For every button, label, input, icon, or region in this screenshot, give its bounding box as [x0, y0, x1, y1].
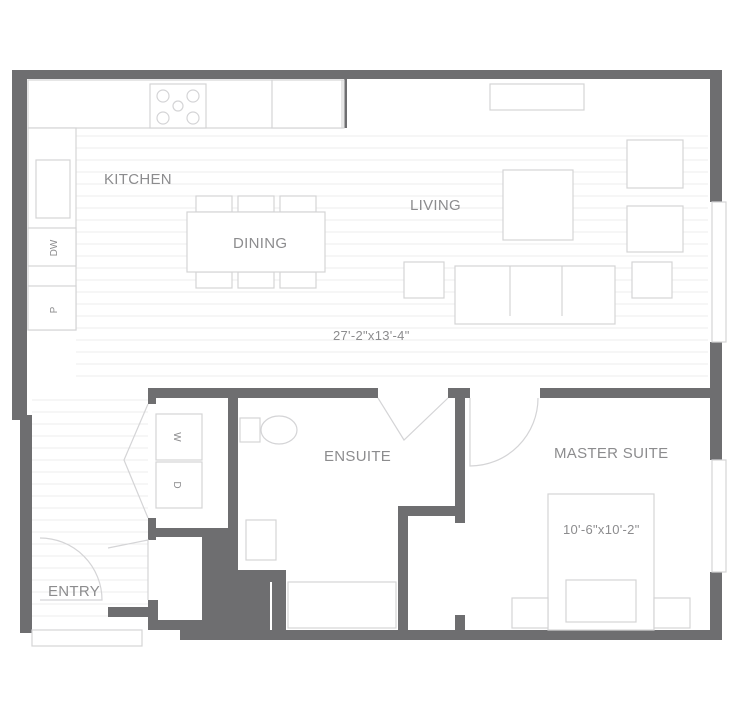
walls	[12, 70, 722, 640]
room-label-dining: DINING	[233, 235, 287, 252]
appliance-label-pantry: P	[49, 306, 60, 313]
room-label-entry: ENTRY	[48, 583, 100, 600]
room-label-kitchen: KITCHEN	[104, 171, 172, 188]
living-furniture	[403, 139, 727, 573]
master-furniture	[469, 397, 691, 631]
appliance-label-dw: DW	[49, 239, 60, 256]
room-label-living: LIVING	[410, 197, 461, 214]
appliance-label-dryer: D	[171, 481, 182, 488]
ensuite-fixtures	[239, 397, 449, 629]
entry	[31, 537, 149, 647]
dimension-main: 27'-2"x13'-4"	[333, 328, 410, 343]
dimension-master: 10'-6"x10'-2"	[563, 522, 640, 537]
room-label-ensuite: ENSUITE	[324, 448, 391, 465]
room-label-master-suite: MASTER SUITE	[554, 445, 668, 462]
dining-set	[186, 195, 326, 289]
laundry	[123, 403, 203, 519]
kitchen-fixtures	[27, 79, 585, 331]
appliance-label-washer: W	[171, 432, 182, 442]
